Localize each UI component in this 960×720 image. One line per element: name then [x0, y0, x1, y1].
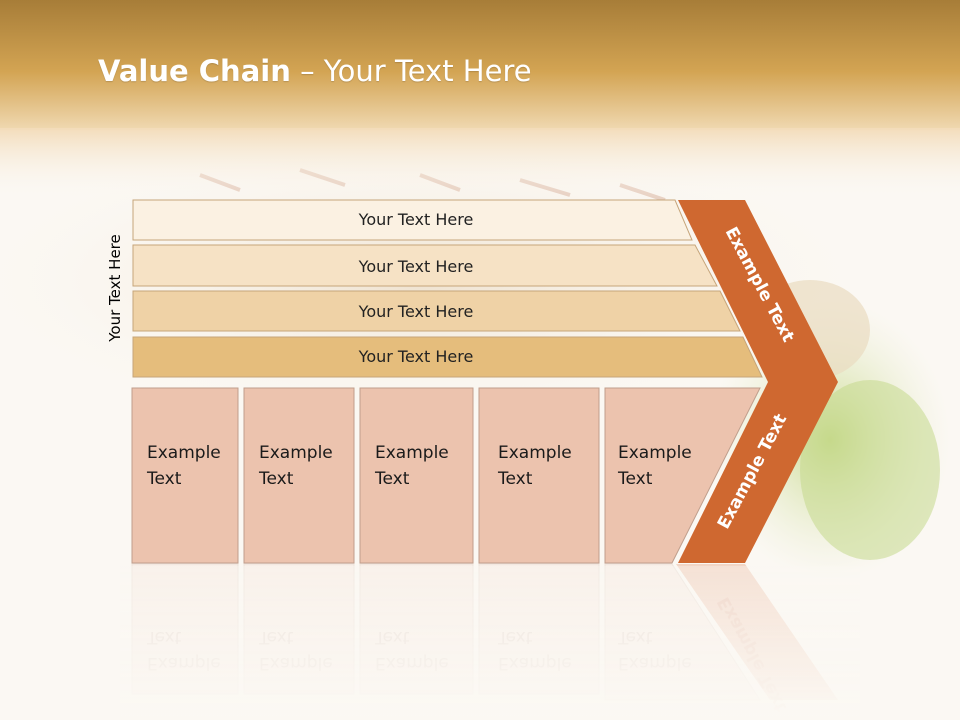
chevron-shape — [678, 200, 838, 563]
cell-line-1: Example — [498, 443, 572, 463]
title-rest-part: – Your Text Here — [290, 54, 532, 88]
reflection-fade — [120, 566, 860, 720]
margin-chevron: Example Text Example Text — [678, 200, 838, 563]
cell-shape — [243, 387, 355, 564]
cell-line-1: Example — [375, 443, 449, 463]
cell-line-2: Text — [617, 469, 653, 489]
cell-line-2: Text — [146, 469, 182, 489]
band-shape — [132, 199, 693, 241]
band-label: Your Text Here — [358, 210, 474, 229]
band-shape — [132, 336, 763, 378]
band-label: Your Text Here — [358, 302, 474, 321]
band: Your Text Here — [132, 244, 718, 287]
title-bold-part: Value Chain — [98, 54, 291, 88]
cell-shape — [478, 387, 600, 564]
band-label: Your Text Here — [358, 347, 474, 366]
band-label: Your Text Here — [358, 257, 474, 276]
band-shape — [132, 244, 718, 287]
cell-line-2: Text — [258, 469, 294, 489]
cell-shape — [359, 387, 474, 564]
cell-line-1: Example — [259, 443, 333, 463]
cell-line-2: Text — [374, 469, 410, 489]
cell-shape — [131, 387, 239, 564]
band: Your Text Here — [132, 290, 741, 332]
band-shape — [132, 290, 741, 332]
cell-line-2: Text — [497, 469, 533, 489]
band: Your Text Here — [132, 336, 763, 378]
band: Your Text Here — [132, 199, 693, 241]
slide-title: Value Chain – Your Text Here — [98, 54, 532, 88]
cell-shape — [604, 387, 761, 564]
cell-line-1: Example — [618, 443, 692, 463]
cell-line-1: Example — [147, 443, 221, 463]
